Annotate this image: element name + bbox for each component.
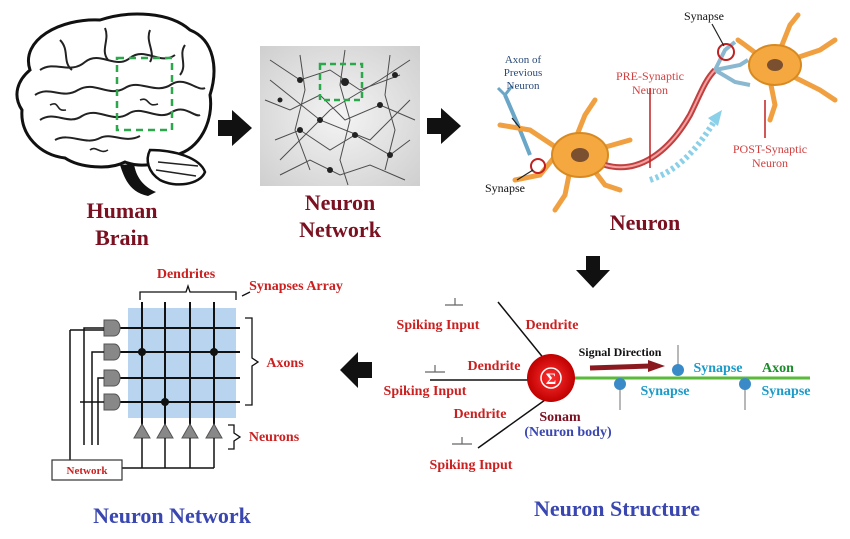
synapses-array-label: Synapses Array — [249, 279, 343, 294]
arrow-left-icon — [340, 352, 372, 388]
synapse-label-3: Synapse — [761, 384, 810, 399]
human-brain-illustration — [15, 12, 216, 196]
post-synaptic-label-2: Neuron — [752, 156, 788, 170]
neuron-network-label-1: Neuron — [305, 190, 376, 215]
arrow-down-icon — [576, 256, 610, 288]
post-synaptic-label-1: POST-Synaptic — [733, 142, 807, 156]
spiking-input-label-1: Spiking Input — [397, 318, 480, 333]
dendrites-label: Dendrites — [157, 267, 216, 282]
pre-synaptic-label-1: PRE-Synaptic — [616, 69, 684, 83]
soma-label: Sonam — [539, 410, 581, 425]
neurons-label: Neurons — [249, 430, 300, 445]
spiking-input-label-2: Spiking Input — [384, 384, 467, 399]
axon-previous-label-3: Neuron — [507, 80, 540, 92]
neuron-network-image — [260, 46, 420, 186]
sigma-symbol: Σ — [546, 371, 556, 388]
pre-synaptic-label-2: Neuron — [632, 83, 668, 97]
human-brain-label-2: Brain — [95, 225, 149, 250]
dendrite-label-1: Dendrite — [526, 318, 579, 333]
arrow-right-icon — [427, 108, 461, 144]
dendrite-label-2: Dendrite — [468, 359, 521, 374]
arrow-right-icon — [218, 110, 252, 146]
human-brain-label-1: Human — [87, 198, 158, 223]
axon-label: Axon — [762, 361, 794, 376]
synapse-top-label: Synapse — [684, 9, 724, 23]
neuron-structure-diagram — [425, 298, 810, 449]
axon-previous-label-1: Axon of — [505, 54, 542, 66]
axons-label: Axons — [266, 356, 304, 371]
dendrite-label-3: Dendrite — [454, 407, 507, 422]
neuron-network-circuit — [51, 283, 260, 481]
axon-previous-label-2: Previous — [504, 67, 543, 79]
spiking-input-label-3: Spiking Input — [430, 458, 513, 473]
neuron-structure-title: Neuron Structure — [534, 496, 700, 521]
soma-sublabel: (Neuron body) — [524, 425, 612, 440]
signal-direction-label: Signal Direction — [579, 345, 662, 359]
synapse-label-1: Synapse — [693, 361, 742, 376]
neuron-network-label-2: Network — [299, 217, 382, 242]
synapse-bottom-label: Synapse — [485, 181, 525, 195]
neuron-network-title: Neuron Network — [93, 503, 252, 528]
neuron-title: Neuron — [610, 210, 681, 235]
network-box-label: Network — [67, 465, 109, 477]
synapse-label-2: Synapse — [640, 384, 689, 399]
neuron-illustration — [496, 12, 838, 213]
